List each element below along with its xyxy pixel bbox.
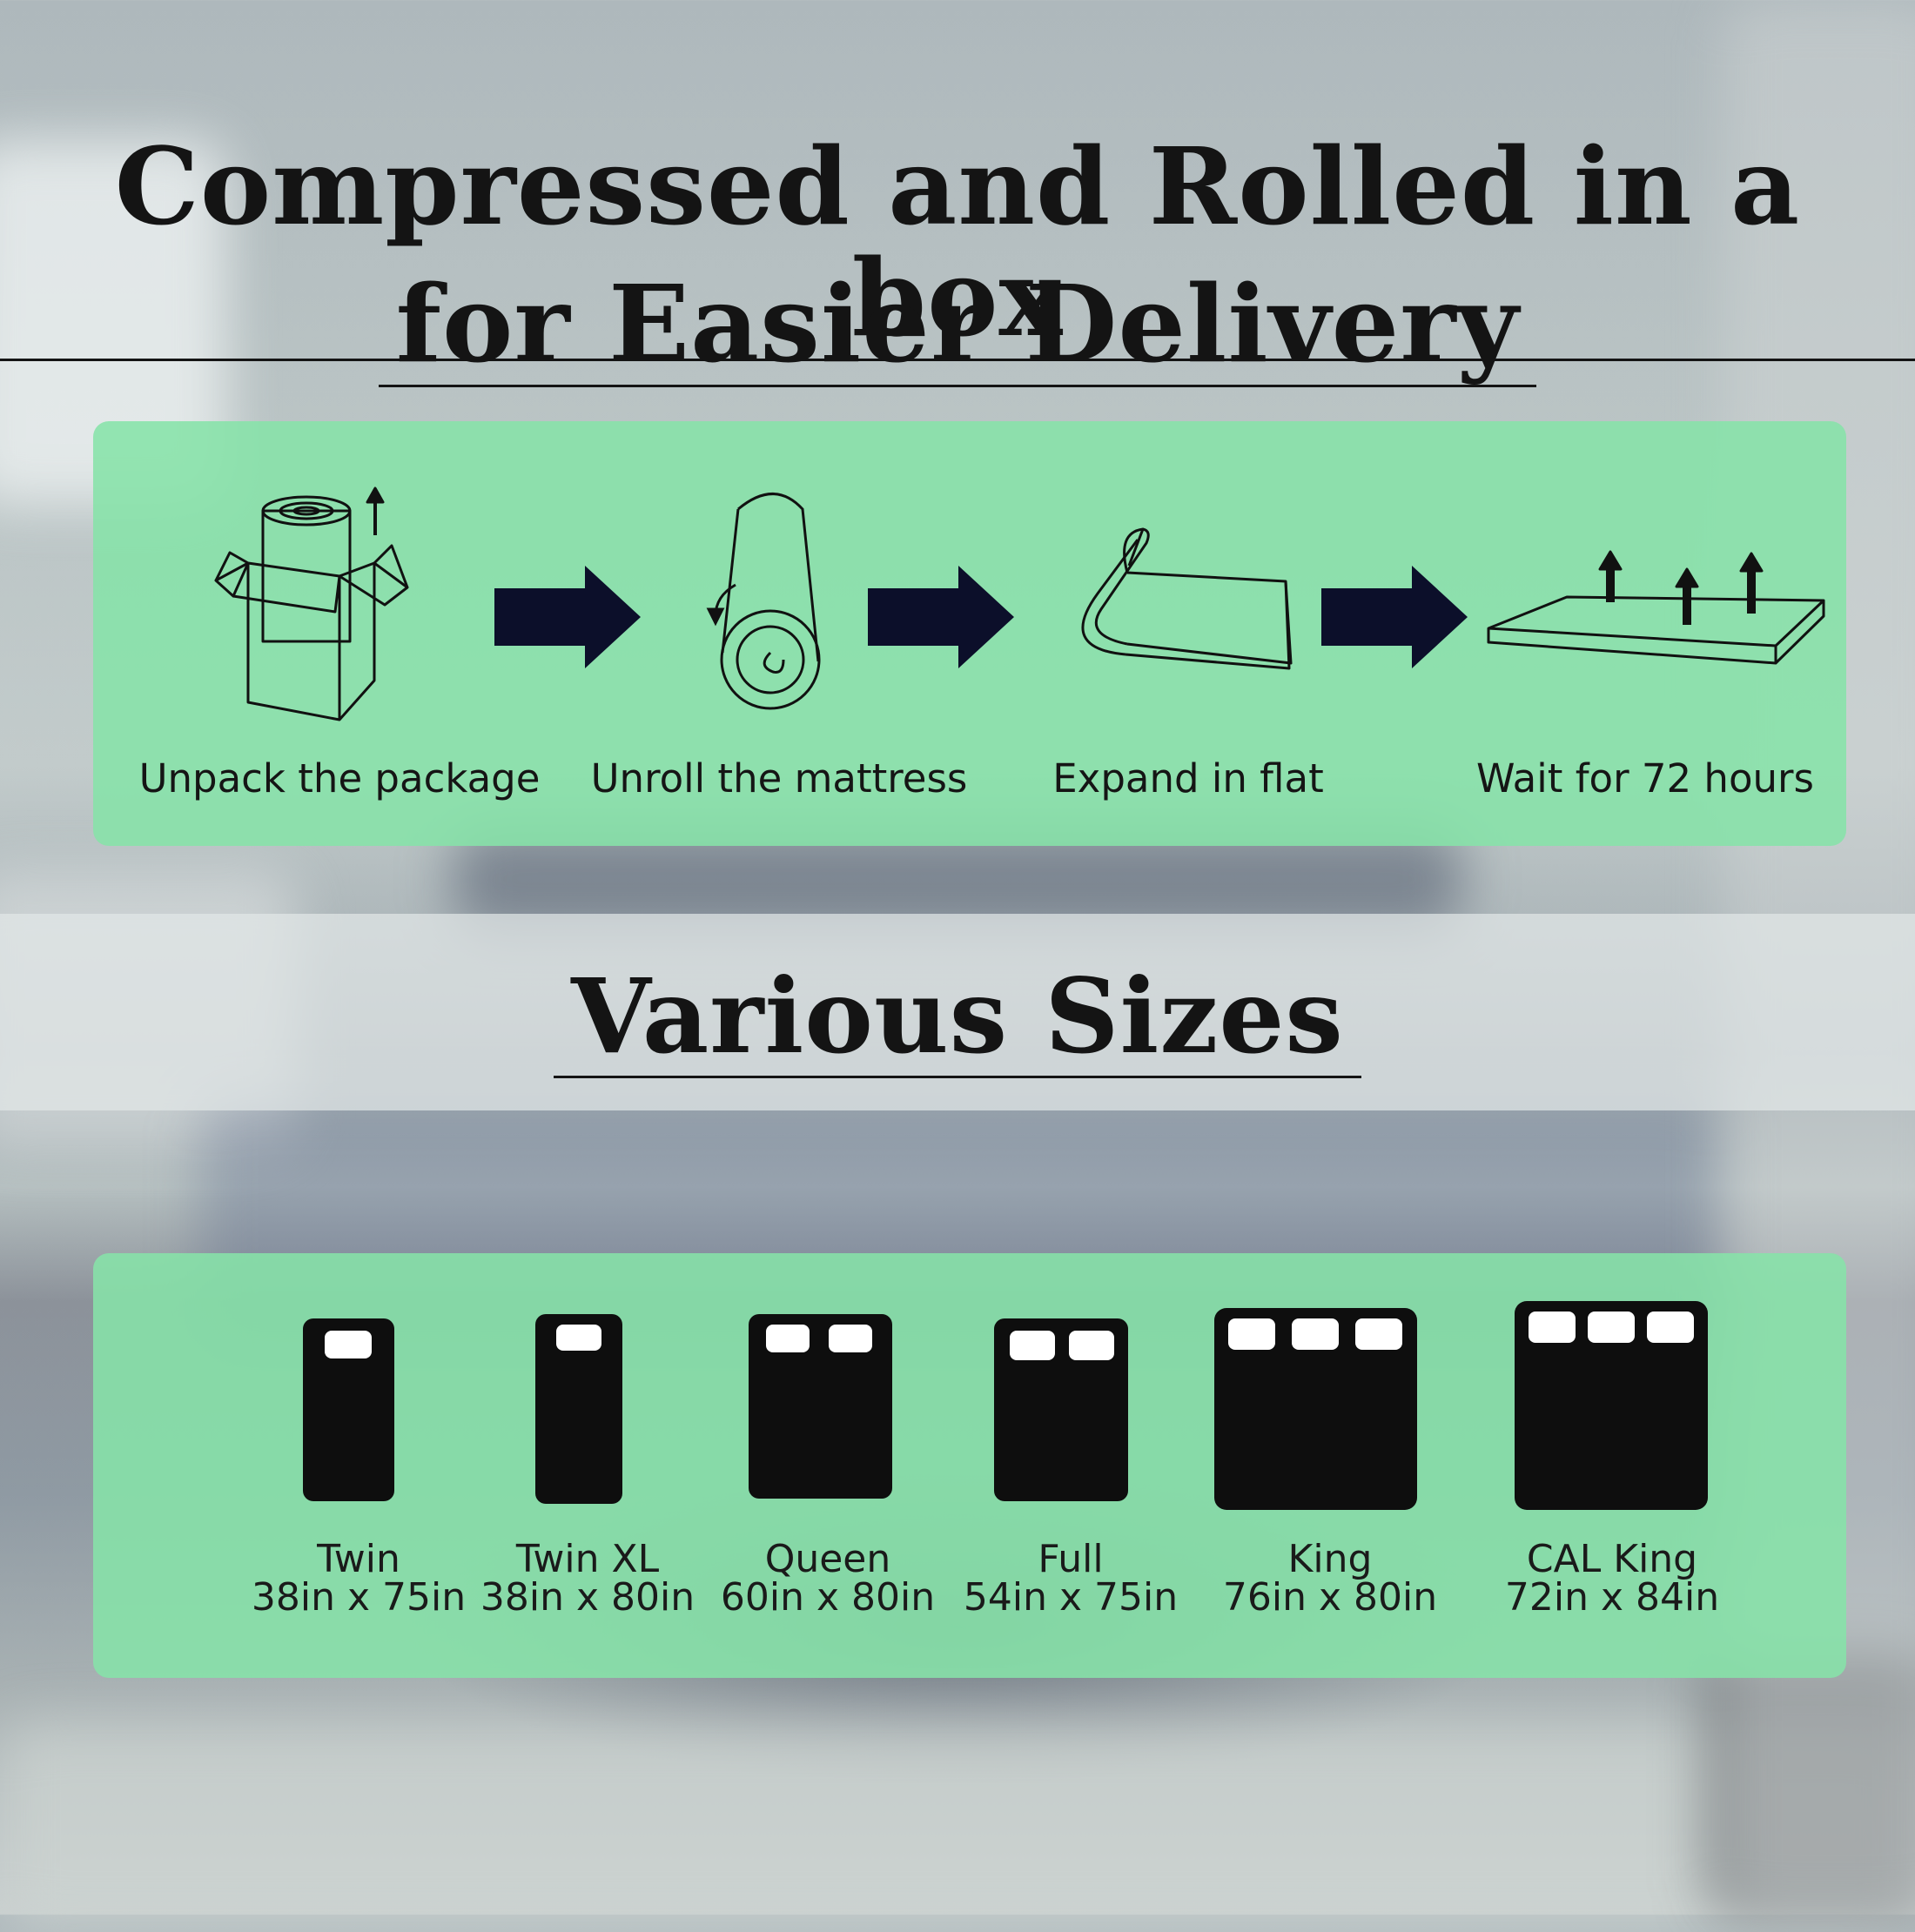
twin-xl-mattress-icon	[535, 1314, 622, 1504]
size-name: Twin XL	[515, 1537, 660, 1581]
background-floor	[0, 1723, 1915, 1932]
headline-line-2-text: for Easier Delivery	[378, 268, 1537, 388]
size-dims: 60in x 80in	[720, 1575, 936, 1620]
step-label-wait: Wait for 72 hours	[1476, 755, 1814, 802]
background-chair	[1706, 1654, 1915, 1915]
open-box-rolled-mattress-icon	[214, 486, 409, 721]
headline-line-1-text: Compressed and Rolled in a box	[0, 131, 1915, 362]
rolled-mattress-icon	[706, 493, 821, 710]
size-name: Queen	[764, 1537, 891, 1581]
expanding-mattress-icon	[1487, 550, 1825, 665]
size-name: King	[1287, 1537, 1373, 1581]
king-mattress-icon	[1214, 1308, 1417, 1510]
size-label-twin: Twin 38in x 75in	[228, 1540, 489, 1617]
size-dims: 76in x 80in	[1222, 1575, 1438, 1620]
queen-mattress-icon	[749, 1314, 892, 1499]
step-arrow-3-icon	[1321, 566, 1468, 672]
full-mattress-icon	[994, 1318, 1128, 1501]
size-name: Full	[1038, 1537, 1104, 1581]
size-label-king: King 76in x 80in	[1199, 1540, 1461, 1617]
cal-king-mattress-icon	[1515, 1301, 1708, 1510]
step-label-expand: Expand in flat	[1052, 755, 1324, 802]
headline-line-1: Compressed and Rolled in a box	[0, 131, 1915, 362]
size-dims: 38in x 80in	[480, 1575, 695, 1620]
size-label-queen: Queen 60in x 80in	[697, 1540, 958, 1617]
size-name: CAL King	[1526, 1537, 1698, 1581]
headline-line-2: for Easier Delivery	[0, 261, 1915, 388]
sizes-title: Various Sizes	[0, 956, 1915, 1078]
size-label-full: Full 54in x 75in	[940, 1540, 1201, 1617]
size-label-twin-xl: Twin XL 38in x 80in	[457, 1540, 718, 1617]
step-arrow-2-icon	[868, 566, 1014, 672]
step-arrow-1-icon	[494, 566, 641, 672]
step-label-unpack: Unpack the package	[138, 755, 541, 802]
unrolling-mattress-icon	[1081, 527, 1293, 670]
sizes-title-text: Various Sizes	[554, 963, 1361, 1078]
step-label-unroll: Unroll the mattress	[590, 755, 968, 802]
size-label-cal-king: CAL King 72in x 84in	[1482, 1540, 1743, 1617]
size-name: Twin	[317, 1537, 400, 1581]
size-dims: 38in x 75in	[251, 1575, 467, 1620]
twin-mattress-icon	[303, 1318, 394, 1501]
size-dims: 72in x 84in	[1504, 1575, 1720, 1620]
size-dims: 54in x 75in	[963, 1575, 1179, 1620]
